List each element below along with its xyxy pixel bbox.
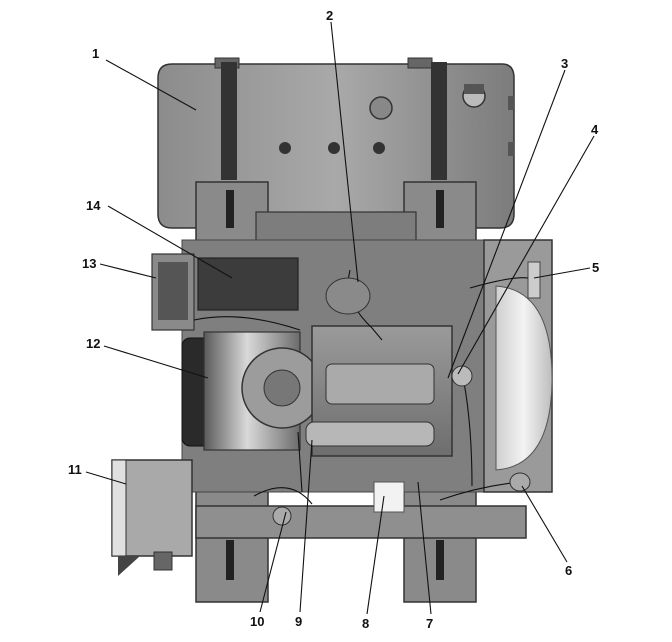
callout-3: 3	[561, 56, 568, 71]
callout-5: 5	[592, 260, 599, 275]
callout-13: 13	[82, 256, 96, 271]
alternator	[181, 331, 323, 451]
callout-8: 8	[362, 616, 369, 631]
callout-12: 12	[86, 336, 100, 351]
radiator	[469, 239, 553, 493]
callout-6: 6	[565, 563, 572, 578]
callout-10: 10	[250, 614, 264, 629]
callout-14: 14	[86, 198, 101, 213]
callout-11: 11	[68, 462, 82, 477]
callout-7: 7	[426, 616, 433, 631]
callout-numbers: 1 2 3 4 5 6 7 8 9 10 11 12 13 14	[68, 8, 599, 631]
leader-lines	[85, 21, 595, 615]
callout-1: 1	[92, 46, 99, 61]
battery-box	[111, 459, 193, 576]
control-box	[151, 253, 301, 331]
callout-2: 2	[326, 8, 333, 23]
engine-block	[253, 269, 531, 526]
callout-4: 4	[591, 122, 599, 137]
callout-9: 9	[295, 614, 302, 629]
